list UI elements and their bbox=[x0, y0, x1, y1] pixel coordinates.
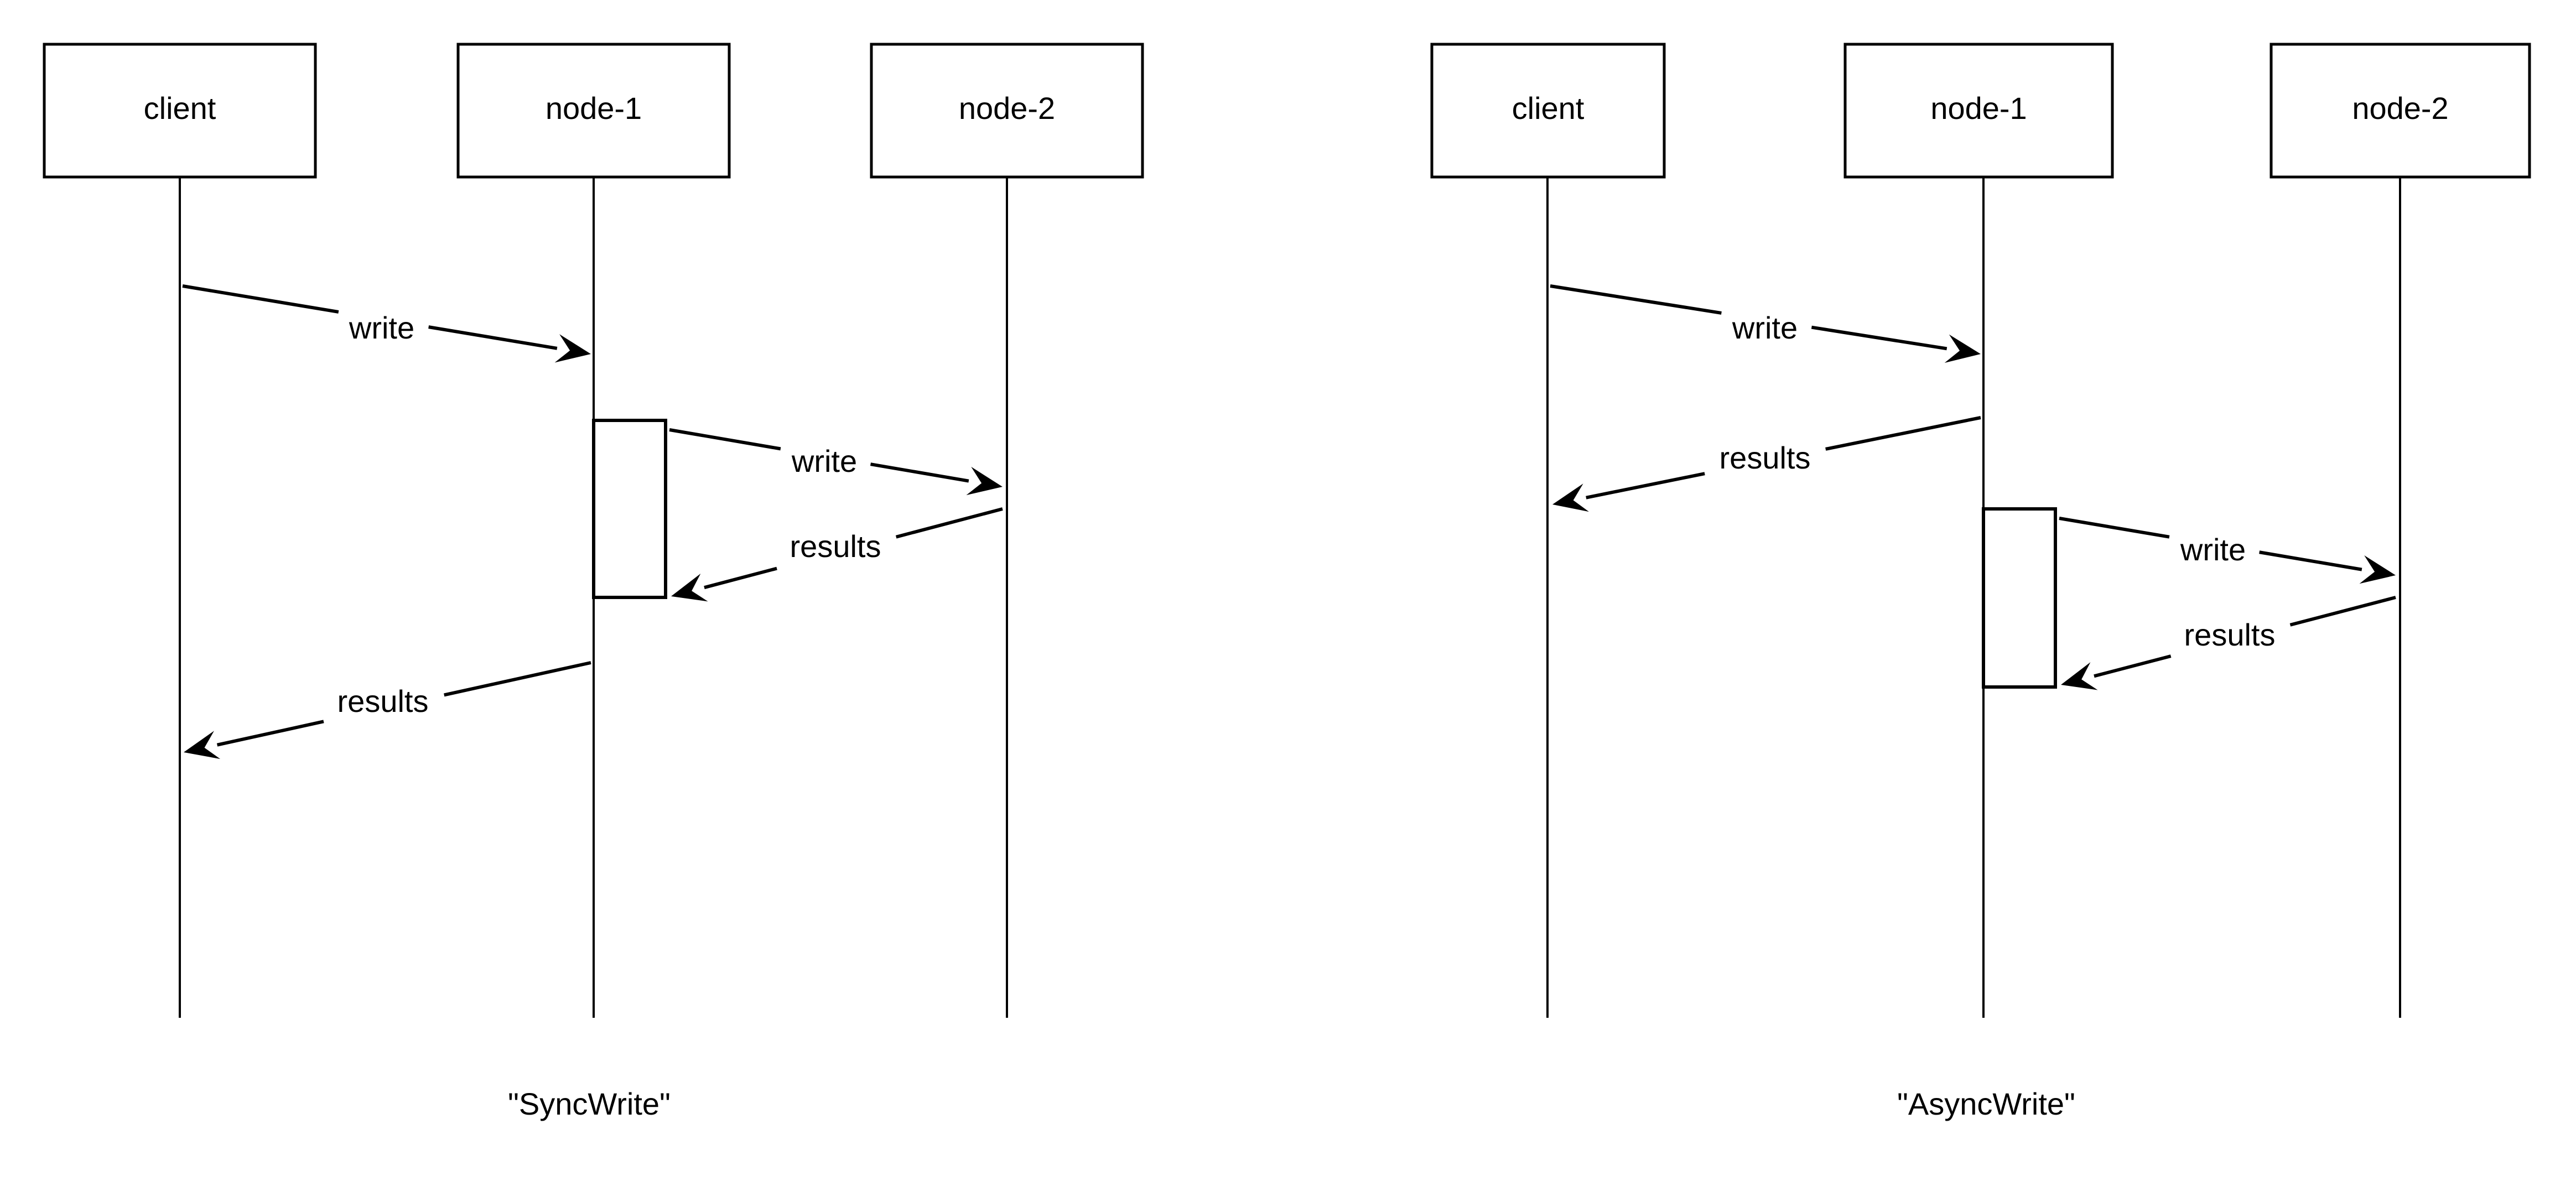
participant-box-node-2 bbox=[2269, 43, 2531, 179]
arrowhead-icon bbox=[1552, 483, 1589, 512]
message-line-segment bbox=[669, 428, 781, 451]
message-results-node-2-to-node-1[interactable]: results bbox=[2061, 596, 2396, 690]
participant-node-2[interactable]: node-2 bbox=[870, 43, 1144, 179]
message-label-write: write bbox=[1732, 310, 1798, 345]
message-label-results: results bbox=[790, 529, 881, 564]
arrowhead-icon bbox=[184, 731, 221, 759]
message-write-node-1-to-node-2[interactable]: write bbox=[2059, 517, 2396, 584]
message-line-segment bbox=[1550, 284, 1722, 315]
message-line-segment bbox=[870, 462, 969, 483]
arrowhead-icon bbox=[2359, 555, 2396, 584]
arrowhead-icon bbox=[554, 334, 591, 363]
participant-label-node-1: node-1 bbox=[546, 91, 642, 126]
message-line-segment bbox=[2259, 550, 2362, 571]
message-line-segment bbox=[2289, 596, 2396, 627]
message-line-segment bbox=[444, 661, 591, 697]
activation-box-node-1 bbox=[592, 419, 667, 599]
sequence-diagram-async-write: client node-1 node-2 write results write resul… bbox=[1430, 43, 2531, 1121]
message-results-node-1-to-client[interactable]: results bbox=[184, 661, 591, 759]
message-results-node-2-to-node-1[interactable]: results bbox=[671, 507, 1003, 602]
participant-box-client bbox=[1430, 43, 1666, 179]
message-write-client-to-node-1[interactable]: write bbox=[1550, 284, 1981, 363]
participant-box-node-1 bbox=[1843, 43, 2114, 179]
participant-box-node-1 bbox=[456, 43, 731, 179]
message-line-segment bbox=[1825, 416, 1981, 451]
participant-node-1[interactable]: node-1 bbox=[456, 43, 731, 179]
message-line-segment bbox=[895, 507, 1003, 539]
message-line-segment bbox=[2059, 517, 2170, 539]
participant-label-node-1: node-1 bbox=[1930, 91, 2027, 126]
participant-client[interactable]: client bbox=[43, 43, 317, 179]
arrowhead-icon bbox=[2061, 662, 2098, 690]
message-results-node-1-to-client[interactable]: results bbox=[1552, 416, 1981, 512]
participant-label-client: client bbox=[144, 91, 216, 126]
participant-client[interactable]: client bbox=[1430, 43, 1666, 179]
participant-box-node-2 bbox=[870, 43, 1144, 179]
arrowhead-icon bbox=[671, 574, 708, 602]
arrowhead-icon bbox=[1944, 334, 1981, 363]
diagram-caption-async-write: "AsyncWrite" bbox=[1897, 1086, 2075, 1121]
participant-label-node-2: node-2 bbox=[959, 91, 1055, 126]
diagram-caption-sync-write: "SyncWrite" bbox=[508, 1086, 671, 1121]
participant-box-client bbox=[43, 43, 317, 179]
message-label-results: results bbox=[337, 684, 429, 719]
message-line-segment bbox=[182, 284, 339, 314]
message-label-results: results bbox=[1720, 440, 1811, 475]
participant-node-2[interactable]: node-2 bbox=[2269, 43, 2531, 179]
message-label-results: results bbox=[2184, 617, 2276, 652]
participant-label-client: client bbox=[1512, 91, 1585, 126]
message-label-write: write bbox=[791, 444, 857, 478]
message-write-node-1-to-node-2[interactable]: write bbox=[669, 428, 1003, 496]
message-line-segment bbox=[2094, 654, 2172, 678]
message-line-segment bbox=[1811, 325, 1947, 351]
message-line-segment bbox=[216, 720, 324, 747]
participant-label-node-2: node-2 bbox=[2352, 91, 2448, 126]
sequence-diagram-sync-write: client node-1 node-2 write write results resul… bbox=[43, 43, 1144, 1121]
message-line-segment bbox=[1586, 472, 1705, 499]
message-line-segment bbox=[704, 566, 777, 590]
message-label-write: write bbox=[2180, 532, 2246, 567]
message-label-write: write bbox=[349, 310, 414, 345]
message-line-segment bbox=[428, 325, 558, 350]
arrowhead-icon bbox=[966, 466, 1003, 496]
message-write-client-to-node-1[interactable]: write bbox=[182, 284, 591, 363]
activation-box-node-1 bbox=[1982, 507, 2057, 689]
participant-node-1[interactable]: node-1 bbox=[1843, 43, 2114, 179]
